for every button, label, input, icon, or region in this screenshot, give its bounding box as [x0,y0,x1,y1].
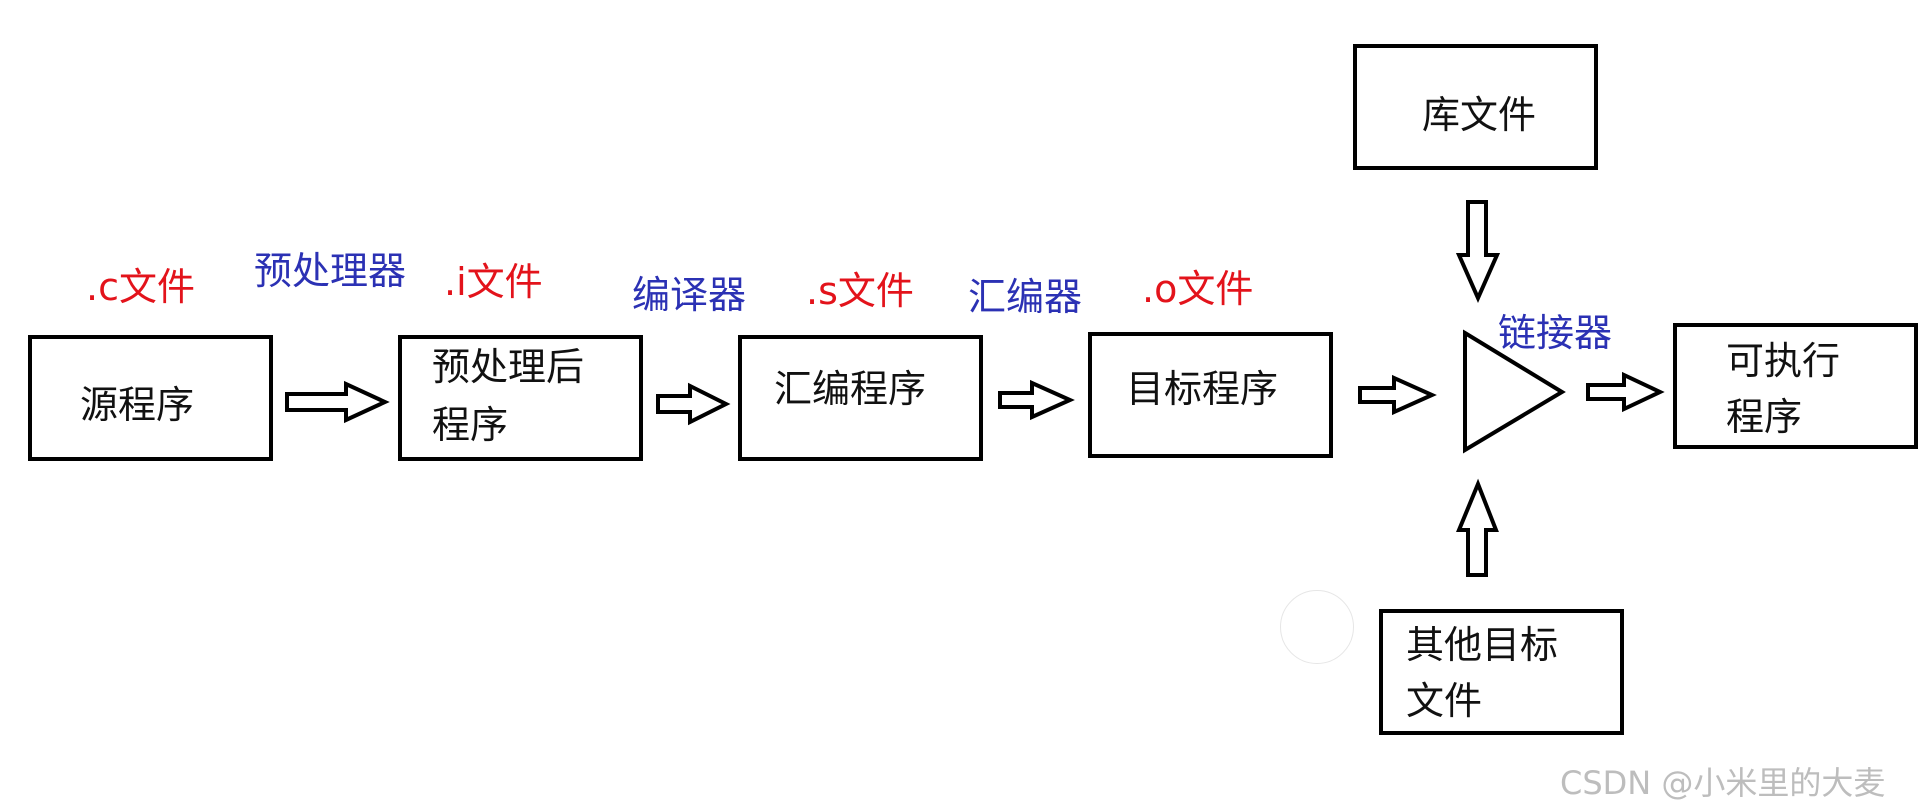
object-program-box [1088,332,1333,458]
s-file-label: .s文件 [806,269,914,313]
executable-program-box [1673,323,1918,449]
arrow-preprocessed-to-assembly [656,382,731,426]
assembler-label: 汇编器 [968,275,1083,319]
watermark: CSDN @小米里的大麦 [1560,764,1886,802]
faint-circle [1280,590,1354,664]
arrow-object-to-linker [1358,374,1437,416]
other-object-files-box [1379,609,1624,735]
executable-program-label-line1: 可执行 [1726,339,1841,383]
arrow-library-to-linker [1455,200,1501,303]
linker-label: 链接器 [1498,311,1613,355]
preprocessed-program-label-line1: 预处理后 [432,345,585,389]
linker-triangle [1463,329,1566,454]
arrow-other-objects-to-linker [1456,478,1499,577]
library-file-label: 库文件 [1422,93,1537,137]
library-file-box [1353,44,1598,170]
source-program-box [28,335,273,461]
c-file-label: .c文件 [86,265,195,309]
assembly-program-box [738,335,983,461]
other-object-files-label-line1: 其他目标 [1406,623,1559,667]
other-object-files-label-line2: 文件 [1406,679,1483,723]
arrow-assembly-to-object [998,379,1075,421]
preprocessed-program-label-line2: 程序 [432,403,509,447]
arrow-source-to-preprocessed [285,380,390,424]
preprocessed-program-box [398,335,643,461]
source-program-label: 源程序 [80,383,195,427]
compiler-label: 编译器 [632,273,747,317]
object-program-label: 目标程序 [1126,367,1279,411]
arrow-linker-to-executable [1586,371,1665,413]
o-file-label: .o文件 [1142,267,1254,311]
assembly-program-label: 汇编程序 [774,367,927,411]
executable-program-label-line2: 程序 [1726,395,1803,439]
preprocessor-label: 预处理器 [254,249,407,293]
i-file-label: .i文件 [444,260,543,304]
